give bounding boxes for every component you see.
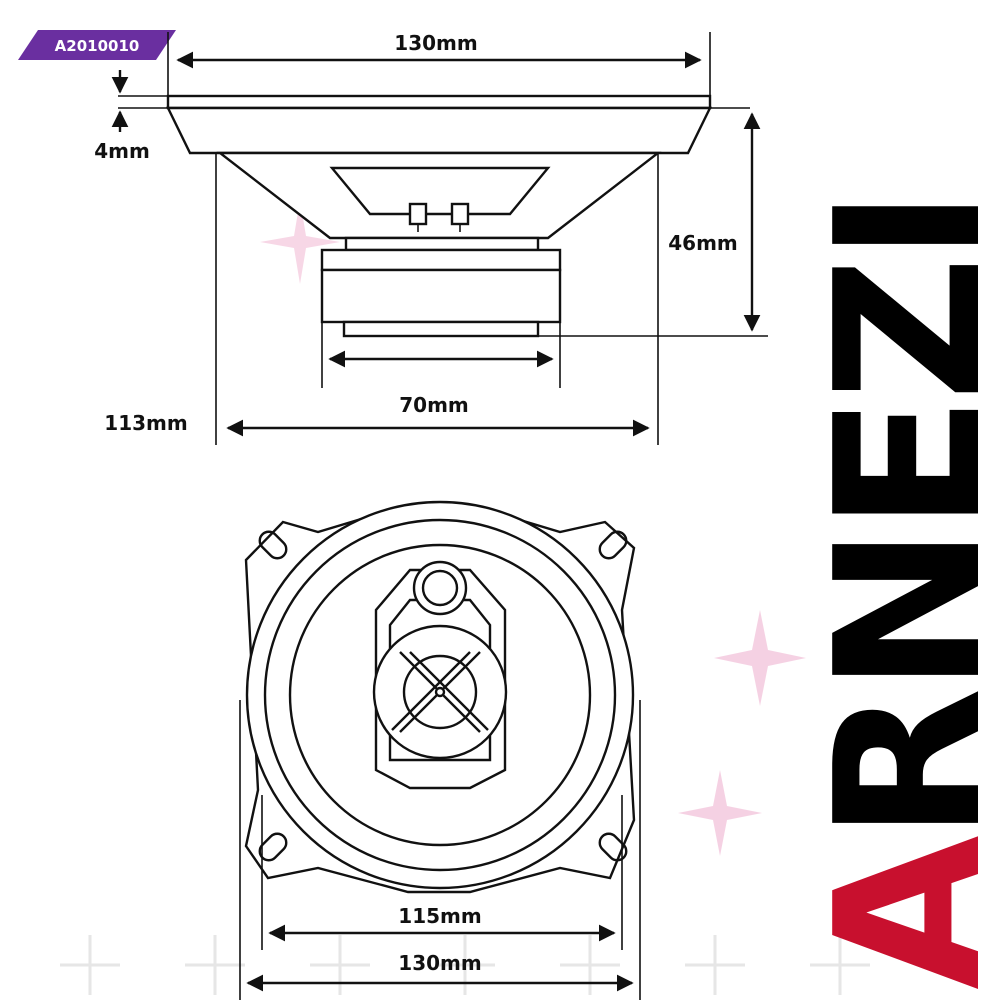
tweeter-bridge-inner <box>388 598 492 762</box>
brand-logo: ARNEZI <box>793 194 1000 990</box>
speaker-flange <box>166 94 712 110</box>
dim-label-total-depth: 113mm <box>104 411 187 435</box>
brand-accent-letter: A <box>793 836 1000 990</box>
dim-label-flange: 4mm <box>94 139 150 163</box>
background-decor <box>60 200 870 995</box>
dim-label-magnet: 70mm <box>399 393 469 417</box>
tweeter-center <box>434 686 446 698</box>
magnet-back-plate <box>342 320 540 338</box>
brand-rest-letters: RNEZI <box>793 194 1000 841</box>
speaker-surround <box>263 518 617 872</box>
dim-label-outer: 130mm <box>398 951 481 975</box>
sku-badge: A2010010 <box>18 30 176 60</box>
magnet-top-plate <box>344 236 540 252</box>
magnet-body <box>320 268 562 324</box>
magnet-rim <box>320 248 562 272</box>
side-view: 130mm 4mm 46mm 70mm <box>94 31 768 445</box>
sku-badge-background <box>18 30 176 60</box>
dim-label-mounting: 115mm <box>398 904 481 928</box>
sparkle-icon <box>260 200 340 284</box>
speaker-frame-ring <box>166 106 712 155</box>
mount-slot <box>598 530 628 560</box>
mount-slot <box>598 832 628 862</box>
speaker-basket <box>216 151 662 240</box>
tweeter-mount-inner <box>421 569 459 607</box>
dim-label-outer-width: 130mm <box>394 31 477 55</box>
plus-icons <box>60 935 870 995</box>
terminal-block <box>329 166 551 216</box>
tweeter-mount-post <box>412 560 468 616</box>
terminal-right <box>450 202 470 226</box>
speaker-cone <box>288 543 592 847</box>
sparkle-icon <box>714 610 806 706</box>
terminal-left <box>408 202 428 226</box>
sparkle-icon <box>678 770 762 856</box>
front-view: 115mm 130mm <box>239 500 641 1000</box>
tweeter-dome <box>402 654 478 730</box>
mount-slot <box>258 530 288 560</box>
sku-code: A2010010 <box>55 37 140 55</box>
dim-label-depth: 46mm <box>668 231 738 255</box>
brand-wordmark: ARNEZI <box>793 194 1000 990</box>
